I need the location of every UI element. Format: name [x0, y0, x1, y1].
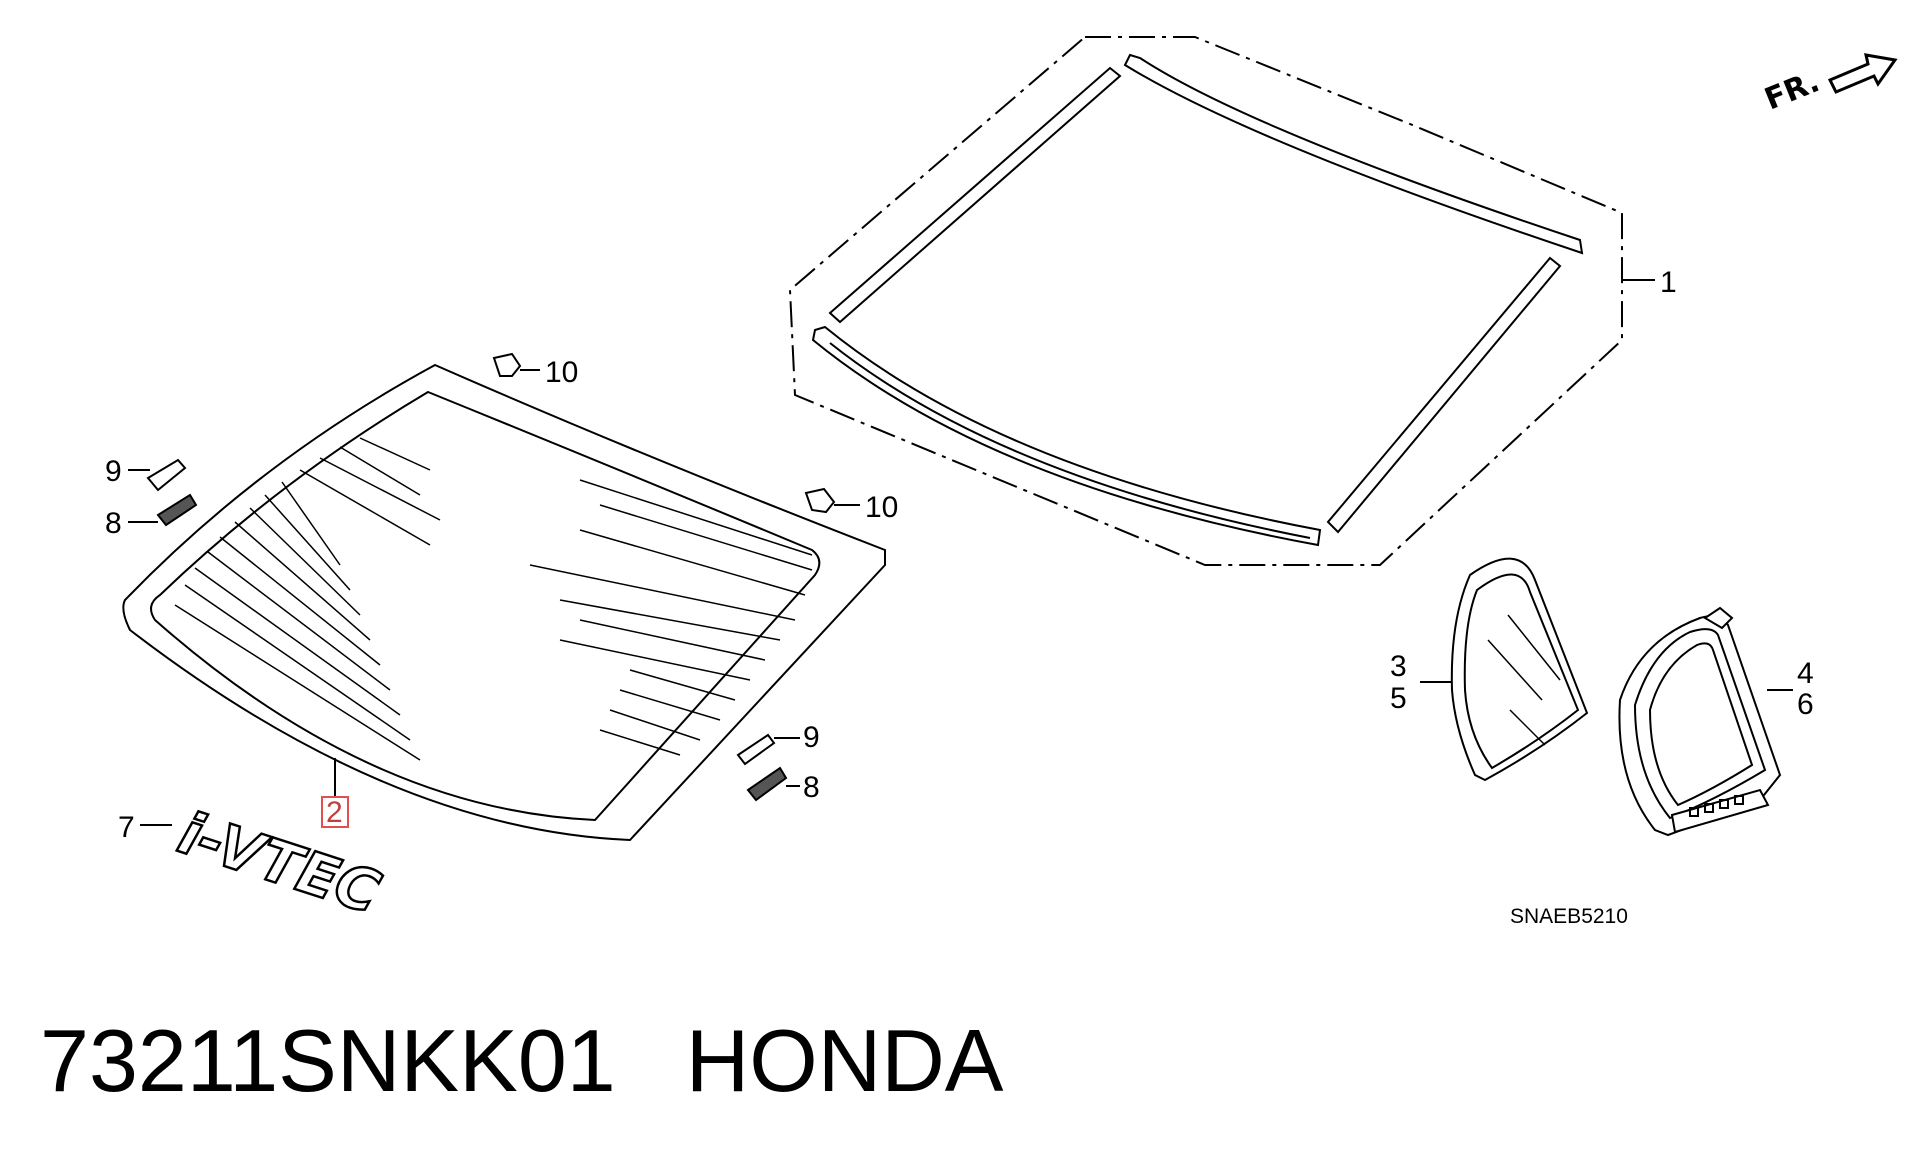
ivtec-emblem: i-VTEC [140, 797, 389, 928]
dash-outline [788, 36, 1623, 566]
callout-9-left: 9 [105, 455, 122, 488]
part-number: 73211SNKK01 [40, 1011, 616, 1110]
callout-8-right: 8 [803, 771, 820, 804]
arrow-icon [1827, 53, 1898, 94]
callout-2: 2 [326, 796, 343, 829]
callout-6: 6 [1797, 688, 1814, 721]
callout-3: 3 [1390, 650, 1407, 683]
front-direction-indicator: FR. [1760, 53, 1898, 117]
brand-name: HONDA [685, 1011, 1004, 1110]
clip-10-top [492, 352, 540, 377]
clip-10-right [804, 487, 860, 514]
callout-10-top: 10 [545, 356, 578, 389]
quarter-glass-framed [1618, 606, 1793, 837]
part-footer: 73211SNKK01 HONDA [40, 1010, 1074, 1112]
highlight-box [321, 796, 349, 828]
direction-label: FR. [1760, 64, 1825, 117]
molding-top [1123, 53, 1584, 255]
callout-7: 7 [118, 811, 135, 844]
callouts: 1 2 3 5 4 6 7 8 9 10 10 9 8 [105, 266, 1814, 844]
callout-1: 1 [1660, 266, 1677, 299]
rear-window-glass [122, 363, 886, 842]
callout-9-right: 9 [803, 721, 820, 754]
clip-8-left [128, 493, 198, 527]
glass-outer [122, 363, 886, 842]
callout-10-right: 10 [865, 491, 898, 524]
defroster-lines [174, 437, 813, 761]
clip-8-right [746, 766, 800, 802]
glass-inner [150, 390, 821, 822]
clip-9-left [128, 458, 187, 492]
windshield-molding-group [788, 36, 1655, 566]
quarter-glass [1420, 557, 1589, 782]
callout-8-left: 8 [105, 507, 122, 540]
diagram-code: SNAEB5210 [1510, 905, 1628, 928]
molding-bottom [811, 325, 1322, 547]
emblem-text: i-VTEC [171, 799, 388, 927]
molding-right [1326, 256, 1562, 534]
callout-4: 4 [1797, 657, 1814, 690]
molding-left-upper [828, 66, 1122, 324]
clip-9-right [736, 733, 800, 766]
callout-5: 5 [1390, 682, 1407, 715]
